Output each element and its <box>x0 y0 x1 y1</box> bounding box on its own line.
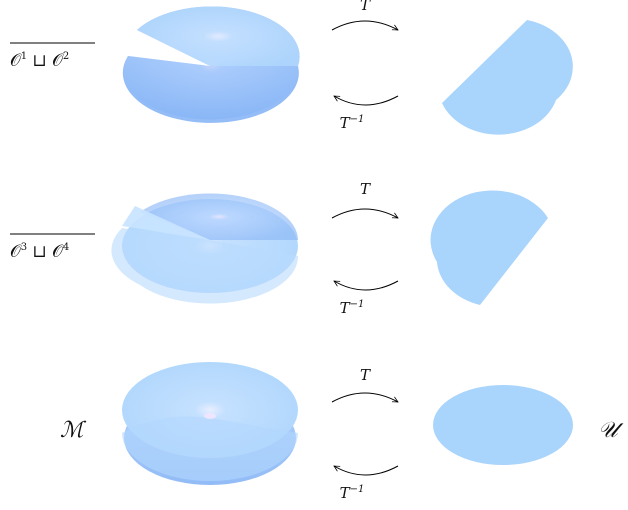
map-sup: −1 <box>350 484 365 495</box>
row-2: 𝒪3 ⊔ 𝒪4 T T−1 <box>10 180 548 317</box>
row-3-inverse-arrow: T−1 <box>334 465 399 502</box>
row-2-label: 𝒪3 ⊔ 𝒪4 <box>10 233 95 262</box>
row-1-inverse-arrow: T−1 <box>334 95 399 132</box>
map-label: T <box>360 0 371 14</box>
row-1-target-region <box>442 20 573 135</box>
label-mid: ⊔ 𝒪 <box>27 51 64 71</box>
label-o: 𝒪 <box>10 51 22 71</box>
svg-text:𝒪1 ⊔ 𝒪2: 𝒪1 ⊔ 𝒪2 <box>10 51 69 71</box>
label-o: 𝒪 <box>10 242 22 262</box>
svg-text:𝒪3 ⊔ 𝒪4: 𝒪3 ⊔ 𝒪4 <box>10 242 69 262</box>
map-label: T <box>360 366 371 384</box>
label-sup: 4 <box>63 242 69 253</box>
map-label: T <box>340 299 351 317</box>
row-1: 𝒪1 ⊔ 𝒪2 T T−1 <box>10 0 573 135</box>
row-2-forward-arrow: T <box>331 180 398 219</box>
label-sup: 3 <box>21 242 27 253</box>
row-2-source-surface <box>111 193 299 304</box>
map-label: T <box>340 484 351 502</box>
svg-text:T−1: T−1 <box>340 114 365 132</box>
target-label: 𝒰 <box>598 418 624 443</box>
label-mid: ⊔ 𝒪 <box>27 242 64 262</box>
row-1-source-surface <box>122 6 300 123</box>
manifold-label: ℳ <box>60 418 87 443</box>
label-sup: 1 <box>21 51 27 62</box>
map-label: T <box>340 114 351 132</box>
label-sup: 2 <box>63 51 69 62</box>
map-sup: −1 <box>350 114 365 125</box>
row-2-target-region <box>430 190 548 305</box>
row-3: ℳ T T−1 𝒰 <box>60 362 624 502</box>
map-sup: −1 <box>350 299 365 310</box>
row-3-target-region <box>433 385 573 465</box>
row-3-forward-arrow: T <box>331 366 398 403</box>
map-label: T <box>360 180 371 198</box>
row-1-forward-arrow: T <box>331 0 398 31</box>
row-3-source-surface <box>122 362 298 485</box>
row-2-inverse-arrow: T−1 <box>334 280 399 317</box>
svg-text:T−1: T−1 <box>340 299 365 317</box>
svg-text:T−1: T−1 <box>340 484 365 502</box>
row-1-label: 𝒪1 ⊔ 𝒪2 <box>10 42 95 71</box>
